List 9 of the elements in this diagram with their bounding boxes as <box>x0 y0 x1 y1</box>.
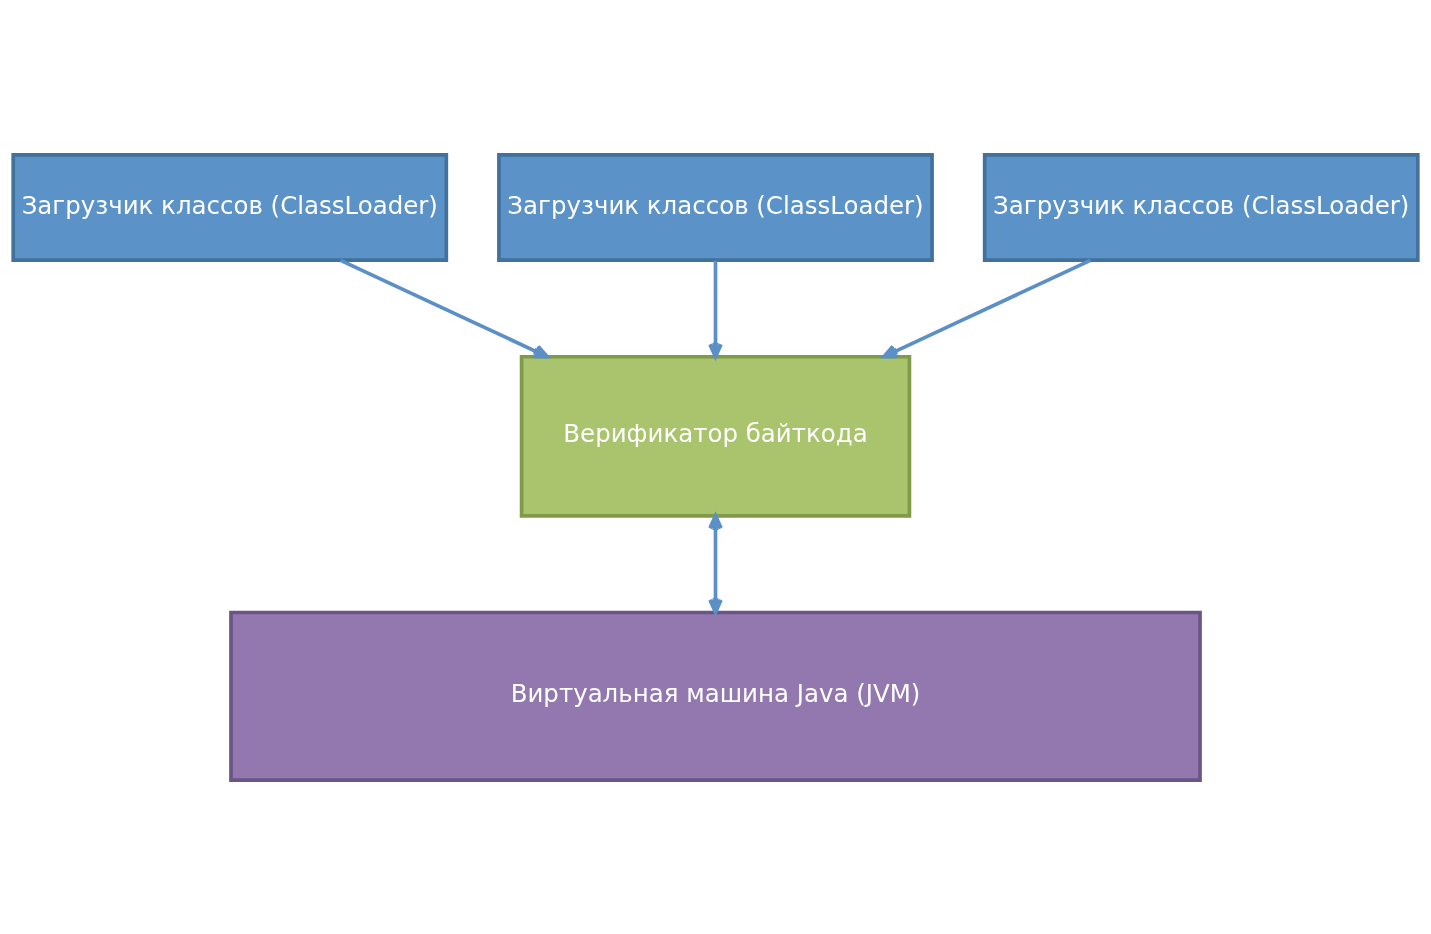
node-box: Верификатор байткода <box>519 354 912 518</box>
node-box: Загрузчик классов (ClassLoader) <box>497 152 934 262</box>
node-box: Загрузчик классов (ClassLoader) <box>11 152 449 262</box>
arrow <box>339 258 549 358</box>
arrow <box>882 258 1092 358</box>
arrow <box>708 513 723 614</box>
arrow <box>708 260 723 359</box>
node-box: Загрузчик классов (ClassLoader) <box>982 152 1420 262</box>
node-box: Виртуальная машина Java (JVM) <box>229 610 1202 782</box>
